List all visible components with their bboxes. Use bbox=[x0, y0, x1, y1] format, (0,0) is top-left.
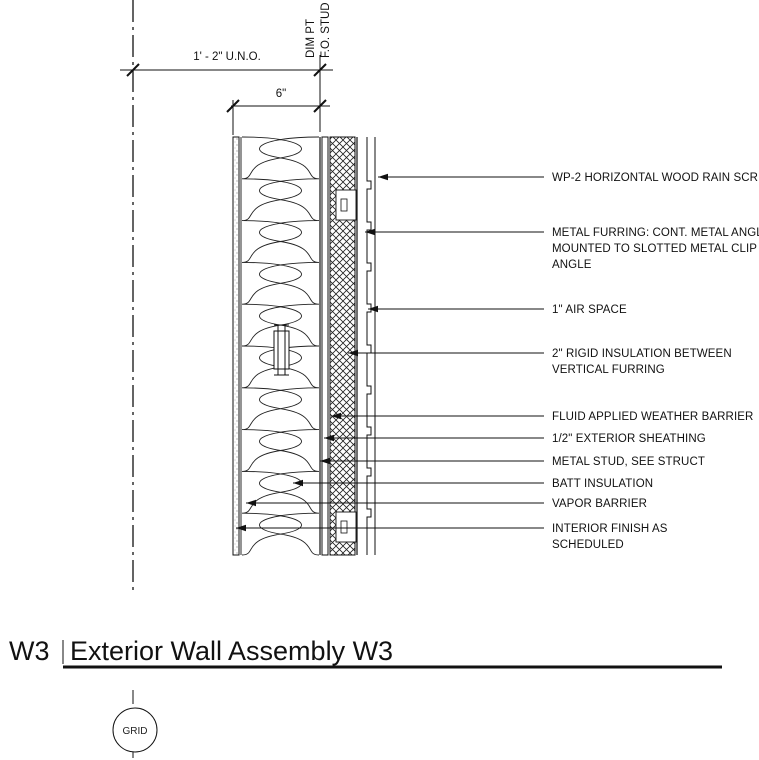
arrowhead-exterior-sheathing bbox=[324, 434, 334, 442]
note-air-space-line-1: 1" AIR SPACE bbox=[552, 304, 627, 316]
note-vapor-barrier-line-1: VAPOR BARRIER bbox=[552, 498, 647, 510]
callout-leaders bbox=[236, 173, 544, 532]
note-exterior-sheathing-line-1: 1/2" EXTERIOR SHEATHING bbox=[552, 433, 706, 445]
wood-rain-screen bbox=[366, 137, 376, 555]
note-rigid-insulation-line-2: VERTICAL FURRING bbox=[552, 364, 665, 376]
arrowhead-air-space bbox=[368, 305, 378, 313]
detail-title: Exterior Wall Assembly W3 bbox=[70, 636, 393, 666]
callout-notes: WP-2 HORIZONTAL WOOD RAIN SCREEN METAL FU… bbox=[552, 172, 759, 551]
arrowhead-rigid-insulation bbox=[348, 349, 358, 357]
note-rain-screen-line-1: WP-2 HORIZONTAL WOOD RAIN SCREEN bbox=[552, 172, 759, 184]
grid-bubble: GRID bbox=[112, 690, 158, 760]
stud-dimension: 6" bbox=[226, 88, 330, 135]
note-metal-furring-line-2: MOUNTED TO SLOTTED METAL CLIP bbox=[552, 243, 757, 255]
note-metal-stud-line-1: METAL STUD, SEE STRUCT bbox=[552, 456, 705, 468]
arrowhead-rain-screen bbox=[378, 173, 388, 181]
metal-furring-clip-bottom bbox=[335, 511, 357, 543]
detail-tag: W3 bbox=[9, 636, 50, 666]
stud-dimension-text: 6" bbox=[276, 88, 286, 100]
note-metal-furring-line-3: ANGLE bbox=[552, 259, 592, 271]
note-batt-insulation-line-1: BATT INSULATION bbox=[552, 478, 653, 490]
title-block: W3 Exterior Wall Assembly W3 bbox=[9, 636, 722, 669]
interior-gypsum-board bbox=[232, 136, 240, 556]
note-weather-barrier-line-1: FLUID APPLIED WEATHER BARRIER bbox=[552, 411, 753, 423]
fo-stud-text: F.O. STUD bbox=[320, 2, 332, 58]
note-metal-furring-line-1: METAL FURRING: CONT. METAL ANGLE bbox=[552, 227, 759, 239]
overall-dimension: 1' - 2" U.N.O. bbox=[120, 51, 333, 132]
arrowhead-interior-finish bbox=[236, 524, 246, 532]
arrowhead-vapor-barrier bbox=[246, 499, 256, 507]
exterior-sheathing bbox=[321, 136, 329, 556]
metal-furring-clip-top bbox=[335, 189, 357, 221]
overall-dimension-text: 1' - 2" U.N.O. bbox=[193, 51, 261, 63]
dim-pt-text: DIM PT bbox=[305, 19, 317, 58]
note-rigid-insulation-line-1: 2" RIGID INSULATION BETWEEN bbox=[552, 348, 732, 360]
note-interior-finish-line-2: SCHEDULED bbox=[552, 539, 624, 551]
arrowhead-metal-stud bbox=[320, 457, 330, 465]
arrowhead-metal-furring bbox=[365, 228, 375, 236]
note-interior-finish-line-1: INTERIOR FINISH AS bbox=[552, 523, 668, 535]
metal-stud-web bbox=[273, 324, 290, 376]
arrowhead-batt-insulation bbox=[293, 479, 303, 487]
arrowhead-weather-barrier bbox=[331, 412, 341, 420]
grid-label: GRID bbox=[123, 726, 148, 737]
dimension-reference-note: DIM PT F.O. STUD bbox=[305, 2, 332, 58]
